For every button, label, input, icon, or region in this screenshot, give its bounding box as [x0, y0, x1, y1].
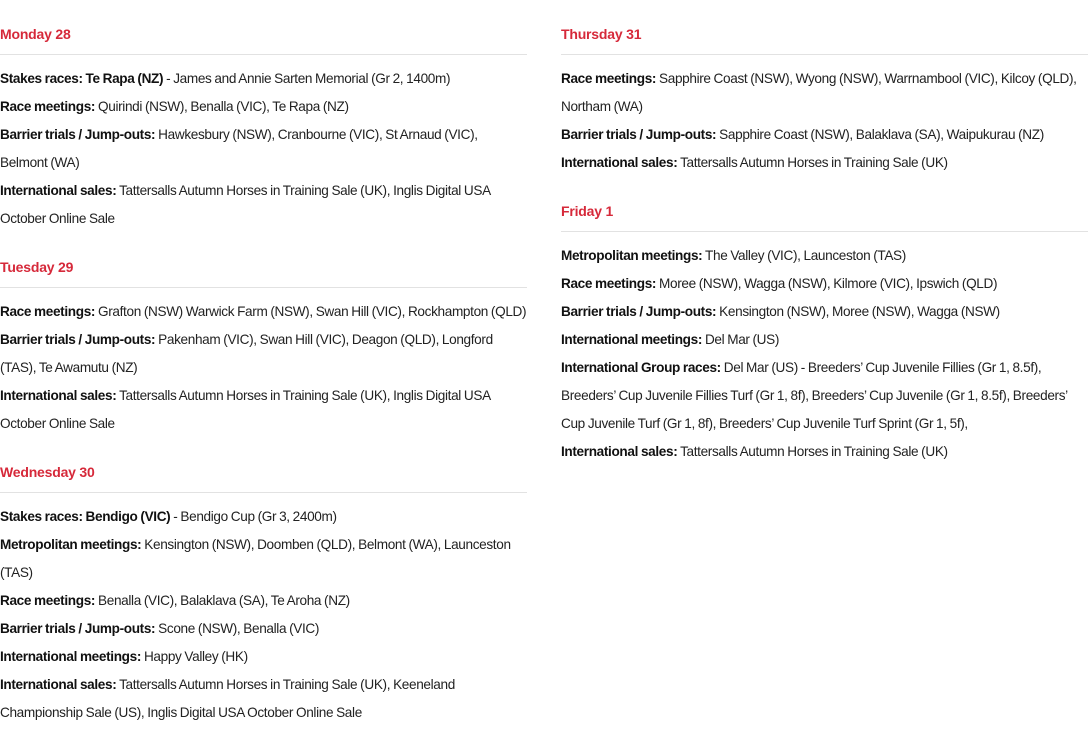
schedule-entry: Barrier trials / Jump-outs: Kensington (…	[561, 298, 1088, 326]
entry-value: Moree (NSW), Wagga (NSW), Kilmore (VIC),…	[656, 276, 998, 291]
entry-category-label: International sales:	[0, 388, 117, 403]
schedule-entry: Race meetings: Grafton (NSW) Warwick Far…	[0, 298, 527, 326]
entry-category-label: International meetings:	[561, 332, 703, 347]
schedule-column-right: Thursday 31 Race meetings: Sapphire Coast…	[561, 0, 1088, 466]
schedule-entry: Barrier trials / Jump-outs: Pakenham (VI…	[0, 326, 527, 382]
entry-value: Tattersalls Autumn Horses in Training Sa…	[0, 677, 455, 720]
entry-value: Tattersalls Autumn Horses in Training Sa…	[677, 444, 948, 459]
schedule-entry: Barrier trials / Jump-outs: Sapphire Coa…	[561, 121, 1088, 149]
entry-value: The Valley (VIC), Launceston (TAS)	[702, 248, 906, 263]
entry-category-label: Stakes races:	[0, 71, 83, 86]
entry-category-label: Race meetings:	[0, 593, 96, 608]
schedule-entry: International meetings: Del Mar (US)	[561, 326, 1088, 354]
day-entries: Race meetings: Grafton (NSW) Warwick Far…	[0, 288, 527, 438]
day-heading: Friday 1	[561, 177, 1088, 232]
entry-value: - James and Annie Sarten Memorial (Gr 2,…	[163, 71, 451, 86]
day-heading: Monday 28	[0, 0, 527, 55]
entry-value: Pakenham (VIC), Swan Hill (VIC), Deagon …	[0, 332, 493, 375]
schedule-entry: Race meetings: Quirindi (NSW), Benalla (…	[0, 93, 527, 121]
entry-value: Grafton (NSW) Warwick Farm (NSW), Swan H…	[95, 304, 527, 319]
entry-category-label: Race meetings:	[561, 71, 657, 86]
entry-value: Del Mar (US) - Breeders’ Cup Juvenile Fi…	[561, 360, 1068, 431]
day-heading: Tuesday 29	[0, 233, 527, 288]
schedule-entry: International sales: Tattersalls Autumn …	[561, 438, 1088, 466]
schedule-entry: Metropolitan meetings: Kensington (NSW),…	[0, 531, 527, 587]
entry-category-label: International sales:	[561, 155, 678, 170]
entry-value: Sapphire Coast (NSW), Wyong (NSW), Warrn…	[561, 71, 1077, 114]
entry-category-label: Barrier trials / Jump-outs:	[0, 127, 156, 142]
schedule-entry: Barrier trials / Jump-outs: Scone (NSW),…	[0, 615, 527, 643]
entry-category-label: Barrier trials / Jump-outs:	[0, 332, 156, 347]
entry-value: Tattersalls Autumn Horses in Training Sa…	[677, 155, 948, 170]
schedule-entry: Race meetings: Sapphire Coast (NSW), Wyo…	[561, 65, 1088, 121]
day-entries: Stakes races: Te Rapa (NZ) - James and A…	[0, 55, 527, 233]
entry-category-label: Metropolitan meetings:	[0, 537, 142, 552]
entry-category-label: International sales:	[561, 444, 678, 459]
day-entries: Metropolitan meetings: The Valley (VIC),…	[561, 232, 1088, 466]
entry-value: Sapphire Coast (NSW), Balaklava (SA), Wa…	[716, 127, 1044, 142]
entry-value: - Bendigo Cup (Gr 3, 2400m)	[170, 509, 337, 524]
entry-venue-label: Bendigo (VIC)	[82, 509, 171, 524]
schedule-entry: International sales: Tattersalls Autumn …	[561, 149, 1088, 177]
entry-value: Tattersalls Autumn Horses in Training Sa…	[0, 388, 491, 431]
entry-venue-label: Te Rapa (NZ)	[82, 71, 164, 86]
schedule-entry: Stakes races: Te Rapa (NZ) - James and A…	[0, 65, 527, 93]
schedule-column-left: Monday 28 Stakes races: Te Rapa (NZ) - Ja…	[0, 0, 527, 727]
entry-category-label: Race meetings:	[0, 304, 96, 319]
entry-value: Scone (NSW), Benalla (VIC)	[155, 621, 320, 636]
entry-value: Kensington (NSW), Moree (NSW), Wagga (NS…	[716, 304, 1000, 319]
schedule-entry: International sales: Tattersalls Autumn …	[0, 177, 527, 233]
entry-category-label: International meetings:	[0, 649, 142, 664]
entry-value: Hawkesbury (NSW), Cranbourne (VIC), St A…	[0, 127, 478, 170]
entry-value: Happy Valley (HK)	[141, 649, 248, 664]
day-entries: Race meetings: Sapphire Coast (NSW), Wyo…	[561, 55, 1088, 177]
day-section-friday-1: Friday 1 Metropolitan meetings: The Valle…	[561, 177, 1088, 466]
entry-category-label: Race meetings:	[0, 99, 96, 114]
entry-category-label: International sales:	[0, 183, 117, 198]
entry-value: Del Mar (US)	[702, 332, 780, 347]
entry-category-label: Stakes races:	[0, 509, 83, 524]
entry-category-label: International sales:	[0, 677, 117, 692]
schedule-entry: Race meetings: Moree (NSW), Wagga (NSW),…	[561, 270, 1088, 298]
entry-category-label: International Group races:	[561, 360, 721, 375]
day-heading: Wednesday 30	[0, 438, 527, 493]
schedule-entry: International Group races: Del Mar (US) …	[561, 354, 1088, 438]
day-heading: Thursday 31	[561, 0, 1088, 55]
day-entries: Stakes races: Bendigo (VIC) - Bendigo Cu…	[0, 493, 527, 727]
schedule-entry: International sales: Tattersalls Autumn …	[0, 382, 527, 438]
entry-value: Quirindi (NSW), Benalla (VIC), Te Rapa (…	[95, 99, 349, 114]
day-section-thursday-31: Thursday 31 Race meetings: Sapphire Coast…	[561, 0, 1088, 177]
schedule-entry: International sales: Tattersalls Autumn …	[0, 671, 527, 727]
entry-category-label: Race meetings:	[561, 276, 657, 291]
entry-category-label: Barrier trials / Jump-outs:	[0, 621, 156, 636]
schedule-entry: Race meetings: Benalla (VIC), Balaklava …	[0, 587, 527, 615]
entry-value: Benalla (VIC), Balaklava (SA), Te Aroha …	[95, 593, 350, 608]
entry-category-label: Metropolitan meetings:	[561, 248, 703, 263]
entry-category-label: Barrier trials / Jump-outs:	[561, 304, 717, 319]
entry-value: Tattersalls Autumn Horses in Training Sa…	[0, 183, 491, 226]
entry-category-label: Barrier trials / Jump-outs:	[561, 127, 717, 142]
schedule-entry: Stakes races: Bendigo (VIC) - Bendigo Cu…	[0, 503, 527, 531]
schedule-entry: Barrier trials / Jump-outs: Hawkesbury (…	[0, 121, 527, 177]
entry-value: Kensington (NSW), Doomben (QLD), Belmont…	[0, 537, 511, 580]
schedule-entry: Metropolitan meetings: The Valley (VIC),…	[561, 242, 1088, 270]
schedule-entry: International meetings: Happy Valley (HK…	[0, 643, 527, 671]
day-section-wednesday-30: Wednesday 30 Stakes races: Bendigo (VIC) …	[0, 438, 527, 727]
day-section-tuesday-29: Tuesday 29 Race meetings: Grafton (NSW) W…	[0, 233, 527, 438]
day-section-monday-28: Monday 28 Stakes races: Te Rapa (NZ) - Ja…	[0, 0, 527, 233]
